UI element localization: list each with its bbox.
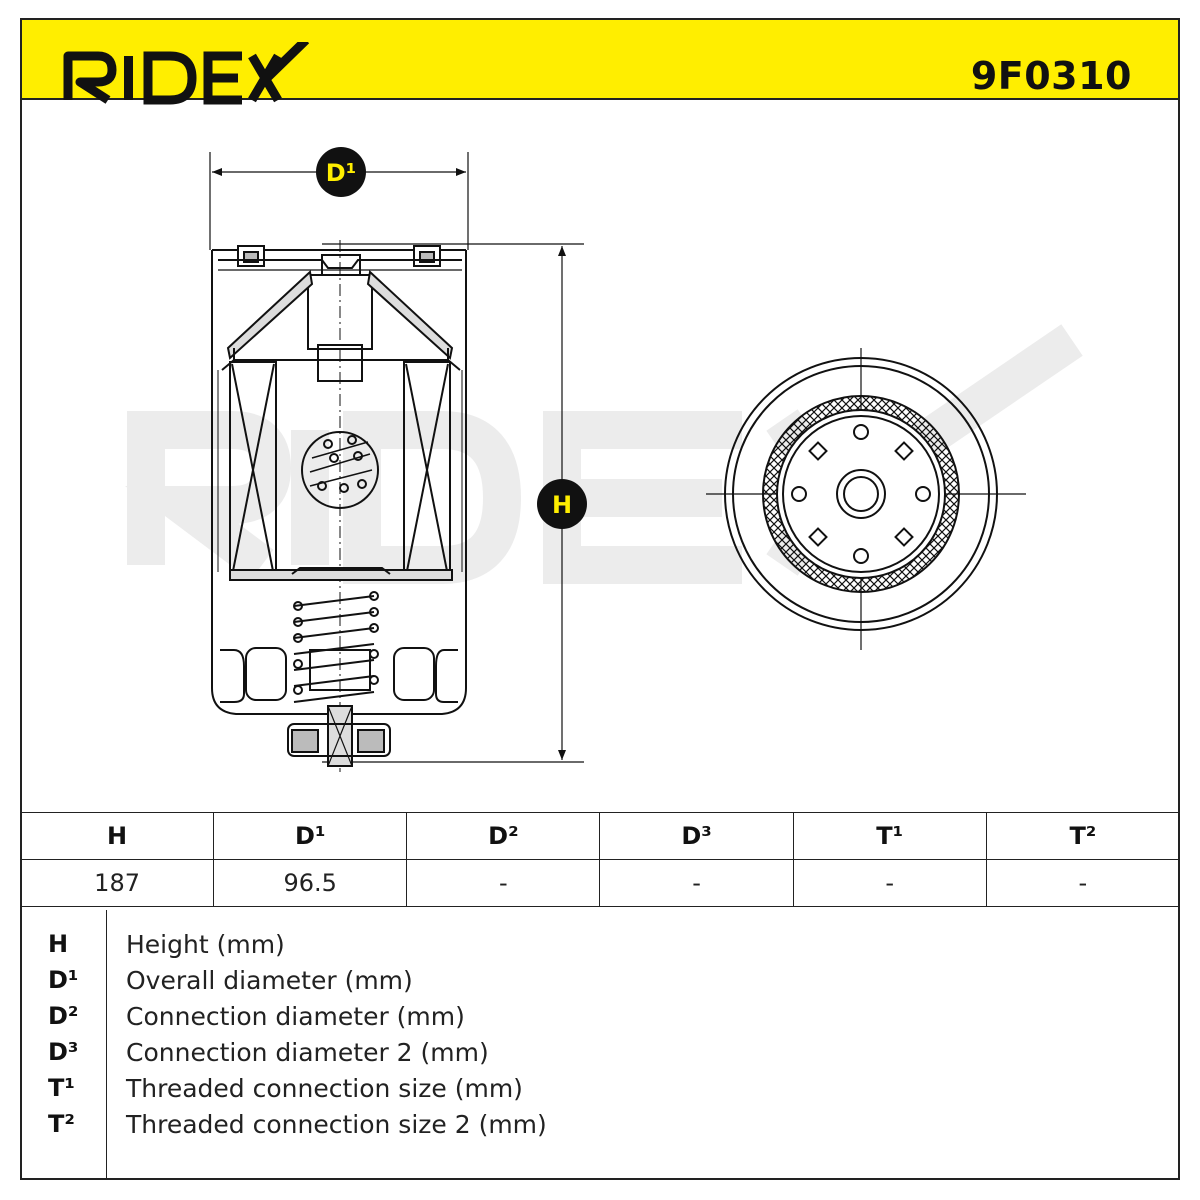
legend-key: T¹ [48, 1074, 75, 1102]
technical-drawing: D¹ H [125, 147, 1083, 772]
header-d1: D¹ [213, 812, 408, 860]
legend-key: H [48, 930, 69, 958]
legend-desc: Overall diameter (mm) [126, 966, 413, 995]
h-callout: H [537, 479, 587, 529]
value-d1: 96.5 [213, 859, 408, 907]
filter-top-view [706, 348, 1026, 650]
legend-desc: Connection diameter 2 (mm) [126, 1038, 489, 1067]
h-callout-label: H [552, 491, 572, 519]
dimensions-header-row: H D¹ D² D³ T¹ T² [19, 812, 1181, 860]
d1-callout: D¹ [316, 147, 366, 197]
filter-side-view [209, 152, 584, 772]
legend-item: D¹ Overall diameter (mm) [22, 966, 1178, 1002]
legend: H Height (mm) D¹ Overall diameter (mm) D… [20, 910, 1180, 1180]
legend-key: D² [48, 1002, 79, 1030]
ridex-logo [63, 42, 310, 105]
legend-divider [106, 910, 107, 1178]
value-d3: - [599, 859, 794, 907]
part-number: 9F0310 [970, 54, 1132, 98]
legend-key: D¹ [48, 966, 79, 994]
legend-item: T² Threaded connection size 2 (mm) [22, 1110, 1178, 1146]
header-h: H [19, 812, 215, 860]
dimensions-value-row: 187 96.5 - - - - [19, 859, 1181, 907]
header-t1: T¹ [792, 812, 987, 860]
legend-item: D² Connection diameter (mm) [22, 1002, 1178, 1038]
legend-desc: Threaded connection size (mm) [126, 1074, 523, 1103]
value-d2: - [406, 859, 601, 907]
dimensions-table: H D¹ D² D³ T¹ T² 187 96.5 - - - - [19, 812, 1181, 907]
legend-item: T¹ Threaded connection size (mm) [22, 1074, 1178, 1110]
legend-key: T² [48, 1110, 75, 1138]
header-d3: D³ [599, 812, 794, 860]
d1-callout-label: D¹ [326, 159, 356, 187]
legend-item: D³ Connection diameter 2 (mm) [22, 1038, 1178, 1074]
header-d2: D² [406, 812, 601, 860]
legend-desc: Threaded connection size 2 (mm) [126, 1110, 547, 1139]
legend-key: D³ [48, 1038, 79, 1066]
legend-desc: Connection diameter (mm) [126, 1002, 465, 1031]
legend-desc: Height (mm) [126, 930, 285, 959]
legend-item: H Height (mm) [22, 930, 1178, 966]
value-t2: - [985, 859, 1181, 907]
header-t2: T² [985, 812, 1181, 860]
value-t1: - [792, 859, 987, 907]
header-bar: 9F0310 [20, 18, 1180, 105]
value-h: 187 [19, 859, 215, 907]
